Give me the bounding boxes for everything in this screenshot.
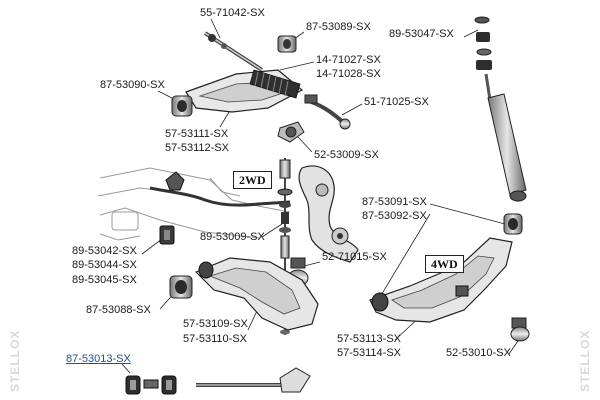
lower-control-arm-2wd-shape <box>194 257 319 331</box>
badge-4wd: 4WD <box>425 255 464 273</box>
part-label-52-53010[interactable]: 52-53010-SX <box>446 347 511 359</box>
part-label-57-53112[interactable]: 57-53112-SX <box>165 142 230 154</box>
part-label-87-53092[interactable]: 87-53092-SX <box>362 210 427 222</box>
bushing-87-53089-shape <box>277 35 297 53</box>
stabilizer-bushing-shape <box>159 171 185 245</box>
tie-rod-end-shape <box>304 94 351 130</box>
part-label-52-71015[interactable]: 52-71015-SX <box>322 251 387 263</box>
watermark-right: STELLOX <box>578 329 592 392</box>
shock-absorber-shape <box>474 16 527 202</box>
part-label-87-53091[interactable]: 87-53091-SX <box>362 196 427 208</box>
part-label-89-53045[interactable]: 89-53045-SX <box>72 274 137 286</box>
part-label-57-53113[interactable]: 57-53113-SX <box>337 333 402 345</box>
strut-rod-shape <box>125 367 311 395</box>
part-label-14-71028[interactable]: 14-71028-SX <box>316 68 381 80</box>
steering-knuckle-shape <box>298 165 359 263</box>
bushing-87-53088-shape <box>169 275 193 299</box>
leader-51-71025 <box>341 103 363 116</box>
leader-52-53009 <box>297 136 313 153</box>
part-label-57-53109[interactable]: 57-53109-SX <box>183 318 248 330</box>
part-label-87-53089[interactable]: 87-53089-SX <box>306 21 371 33</box>
leader-55-71042 <box>210 18 221 39</box>
upper-ball-joint-shape <box>277 121 305 143</box>
bushing-87-53090-shape <box>171 95 193 117</box>
leader-89-53009 <box>261 223 283 238</box>
part-label-89-53042[interactable]: 89-53042-SX <box>72 245 137 257</box>
watermark-left: STELLOX <box>8 329 22 392</box>
leader-87-53091b <box>379 213 431 298</box>
part-label-14-71027[interactable]: 14-71027-SX <box>316 54 381 66</box>
part-label-87-53090[interactable]: 87-53090-SX <box>100 79 165 91</box>
bushing-87-53091-shape <box>503 213 523 235</box>
badge-2wd: 2WD <box>233 171 272 189</box>
lower-control-arm-4wd-shape <box>369 237 513 323</box>
part-label-89-53047[interactable]: 89-53047-SX <box>389 28 454 40</box>
part-label-89-53044[interactable]: 89-53044-SX <box>72 259 137 271</box>
part-label-57-53110[interactable]: 57-53110-SX <box>183 333 248 345</box>
part-label-57-53114[interactable]: 57-53114-SX <box>337 347 402 359</box>
part-label-57-53111[interactable]: 57-53111-SX <box>165 128 229 140</box>
frame-outline <box>97 167 291 241</box>
part-label-87-53013[interactable]: 87-53013-SX <box>66 353 131 365</box>
tie-rod-shape <box>203 31 264 72</box>
part-label-51-71025[interactable]: 51-71025-SX <box>364 96 429 108</box>
part-label-89-53009[interactable]: 89-53009-SX <box>200 231 265 243</box>
leader-89-53047 <box>463 29 479 38</box>
lower-ball-joint-4wd-shape <box>510 317 530 342</box>
part-label-52-53009[interactable]: 52-53009-SX <box>314 149 379 161</box>
leader-87-53091 <box>429 203 506 225</box>
leader-87-53013 <box>121 363 131 374</box>
steering-boot-shape <box>249 69 301 99</box>
stabilizer-bar-shape <box>149 186 291 207</box>
leader-14-71027 <box>279 61 315 71</box>
part-label-87-53088[interactable]: 87-53088-SX <box>86 304 151 316</box>
part-label-55-71042[interactable]: 55-71042-SX <box>200 7 265 19</box>
